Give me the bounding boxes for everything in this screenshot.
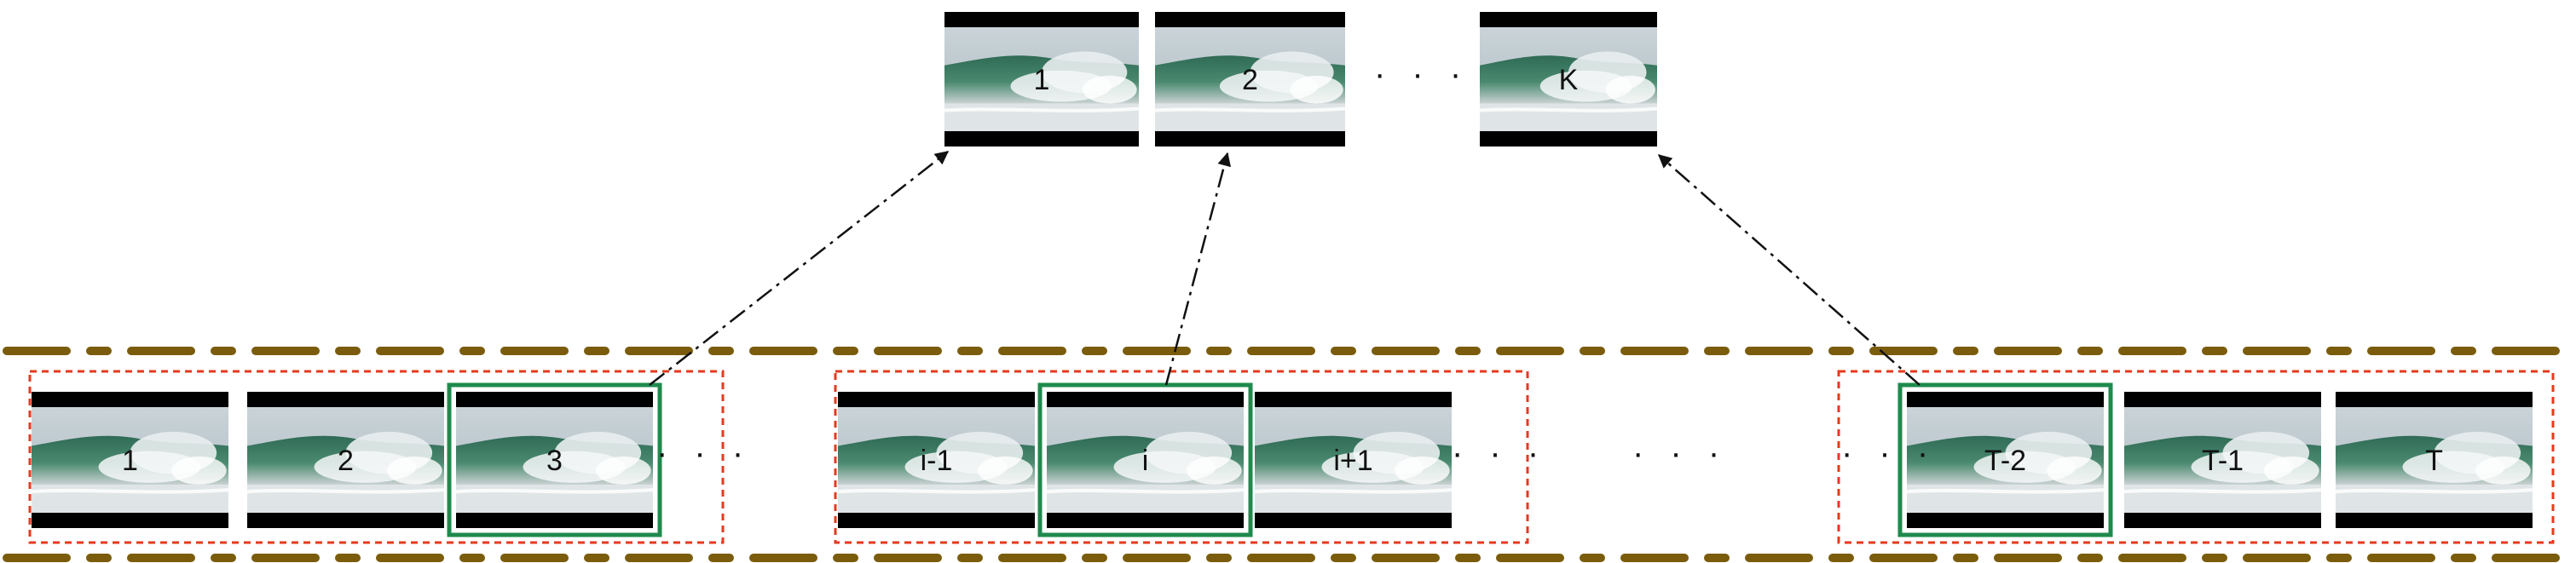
letterbox-bottom xyxy=(456,513,653,528)
letterbox-bottom xyxy=(838,513,1035,528)
selected-keyframe-box xyxy=(1897,382,2113,537)
summary-frame-3: K xyxy=(1480,12,1657,146)
frame-label: 1 xyxy=(1034,64,1050,96)
frame-label: 1 xyxy=(122,445,138,477)
frame-label: i xyxy=(1142,445,1149,477)
letterbox-top xyxy=(32,392,228,407)
frame-label: T-1 xyxy=(2202,445,2244,477)
letterbox-bottom xyxy=(2124,513,2321,528)
ellipsis-texts: · · · · · · · · · · · · · · · xyxy=(656,55,1937,472)
selected-keyframe-box xyxy=(1037,382,1253,537)
selected-keyframe-box xyxy=(447,382,662,537)
letterbox-top xyxy=(1907,392,2104,407)
letterbox-top xyxy=(1480,12,1657,27)
frames-layer: 1 2 3 i-1 i i+1 T-2 T-1 T 1 2 K xyxy=(32,12,2533,537)
frame-label: K xyxy=(1559,64,1579,96)
segment-3-frame-1: T-2 xyxy=(1897,382,2113,537)
segment-1-trailing-ellipsis: · · · xyxy=(656,434,752,472)
segment-1-frame-1: 1 xyxy=(32,392,228,528)
between-segments-ellipsis: · · · xyxy=(1632,434,1728,472)
summary-frame-2: 2 xyxy=(1155,12,1345,146)
letterbox-top xyxy=(1047,392,1244,407)
letterbox-bottom xyxy=(1480,131,1657,146)
segment-3-frame-3: T xyxy=(2336,392,2533,528)
segment-3-frame-2: T-1 xyxy=(2124,392,2321,528)
letterbox-top xyxy=(2124,392,2321,407)
segment-boxes xyxy=(28,370,2555,544)
letterbox-bottom xyxy=(1047,513,1244,528)
letterbox-bottom xyxy=(1255,513,1452,528)
segment-box-2 xyxy=(834,370,1529,544)
summary-frame-1: 1 xyxy=(944,12,1139,146)
frame-label: 3 xyxy=(546,445,563,477)
letterbox-top xyxy=(247,392,444,407)
frame-label: 2 xyxy=(1242,64,1258,96)
segment-2-frame-3: i+1 xyxy=(1255,392,1452,528)
segment-box-3 xyxy=(1837,370,2555,544)
letterbox-bottom xyxy=(944,131,1139,146)
letterbox-top xyxy=(2336,392,2533,407)
segment-2-frame-1: i-1 xyxy=(838,392,1035,528)
letterbox-bottom xyxy=(247,513,444,528)
segment-box-1 xyxy=(28,370,725,544)
letterbox-top xyxy=(1255,392,1452,407)
film-strip-borders xyxy=(3,347,2573,562)
segment-2-trailing-ellipsis: · · · xyxy=(1452,434,1547,472)
segment-3-leading-ellipsis: · · · xyxy=(1841,434,1937,472)
segment-2-frame-2: i xyxy=(1037,382,1253,537)
letterbox-bottom xyxy=(1907,513,2104,528)
frame-label: i+1 xyxy=(1333,445,1372,477)
letterbox-top xyxy=(456,392,653,407)
arrow-frame-t2-to-summary-k xyxy=(1658,154,1920,386)
frame-label: i-1 xyxy=(921,445,953,477)
segment-1-frame-2: 2 xyxy=(247,392,444,528)
letterbox-top xyxy=(1155,12,1345,27)
letterbox-bottom xyxy=(1155,131,1345,146)
frame-label: 2 xyxy=(338,445,354,477)
letterbox-top xyxy=(838,392,1035,407)
summary-gap-ellipsis: · · · xyxy=(1374,55,1470,93)
frame-label: T-2 xyxy=(1984,445,2026,477)
arrow-frame-3-to-summary-1 xyxy=(649,151,950,386)
letterbox-bottom xyxy=(32,513,228,528)
arrow-frame-i-to-summary-2 xyxy=(1164,152,1231,386)
letterbox-top xyxy=(944,12,1139,27)
frame-label: T xyxy=(2425,445,2443,477)
letterbox-bottom xyxy=(2336,513,2533,528)
segment-1-frame-3: 3 xyxy=(447,382,662,537)
selection-arrows xyxy=(649,151,1920,386)
